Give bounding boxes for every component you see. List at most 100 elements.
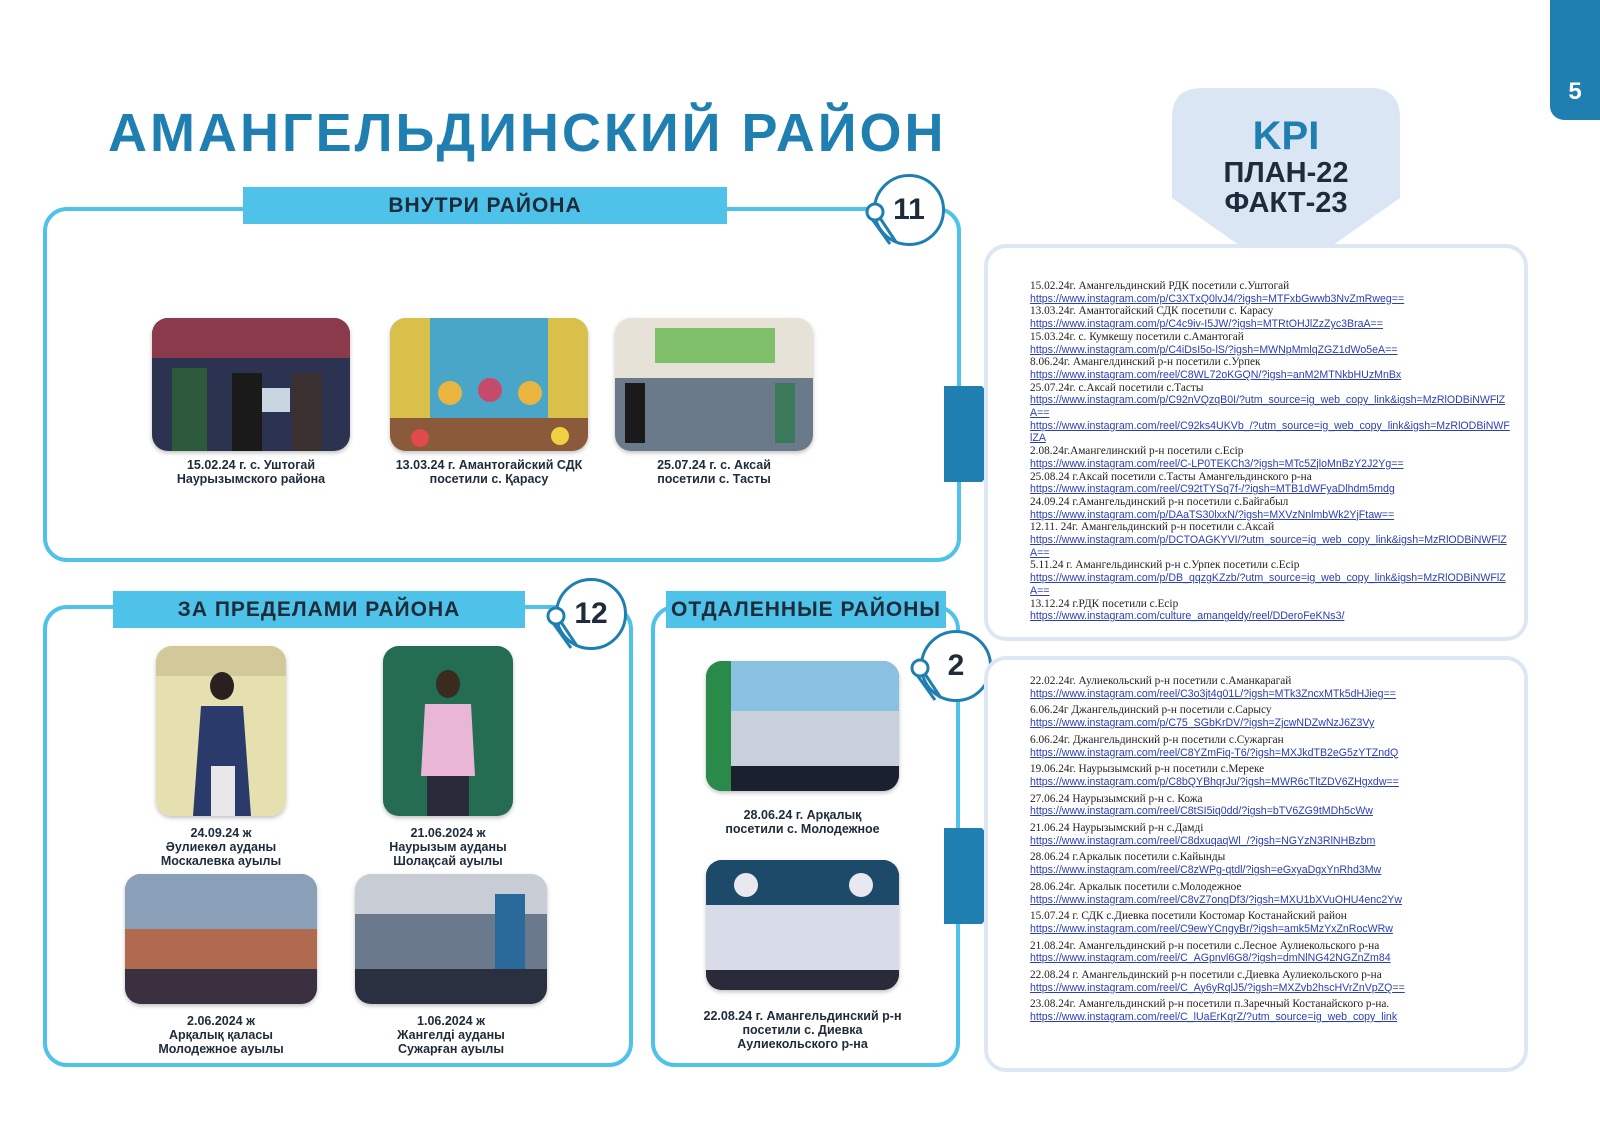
caption-line: Наурызымского района bbox=[176, 472, 326, 486]
link-entry-caption: 15.07.24 г. СДК с.Диевка посетили Костом… bbox=[1030, 910, 1347, 923]
link-entry-caption: 19.06.24г. Наурызымский р-н посетили с.М… bbox=[1030, 763, 1265, 776]
outside-photo-2 bbox=[383, 646, 513, 816]
link-entry: 15.03.24г. с. Кумкешу посетили с.Амантог… bbox=[1030, 331, 1512, 356]
inside-caption-3: 25.07.24 г. с. Аксай посетили с. Тасты bbox=[604, 458, 824, 486]
instagram-link[interactable]: https://www.instagram.com/p/C92nVQzqB0I/… bbox=[1030, 394, 1506, 420]
instagram-link[interactable]: https://www.instagram.com/reel/C9ewYCngy… bbox=[1030, 922, 1393, 935]
link-entry: 24.09.24 г.Амангельдинский р-н посетили … bbox=[1030, 496, 1512, 521]
link-entry-caption: 13.03.24г. Амантогайский СДК посетили с.… bbox=[1030, 305, 1274, 318]
link-entry-caption: 23.08.24г. Амангельдинский р-н посетили … bbox=[1030, 998, 1390, 1011]
inside-district-banner: ВНУТРИ РАЙОНА bbox=[243, 187, 727, 224]
outside-caption-4: 1.06.2024 ж Жангелді ауданы Сужарған ауы… bbox=[356, 1014, 546, 1056]
instagram-link[interactable]: https://www.instagram.com/p/DAaTS30lxxN/… bbox=[1030, 508, 1395, 521]
outside-caption-3: 2.06.2024 ж Арқалық қаласы Молодежное ау… bbox=[126, 1014, 316, 1056]
inside-caption-1: 15.02.24 г. с. Уштогай Наурызымского рай… bbox=[141, 458, 361, 486]
kpi-fact: ФАКТ-23 bbox=[1224, 187, 1348, 219]
caption-line: Наурызым ауданы bbox=[389, 840, 507, 854]
link-entry: 13.03.24г. Амантогайский СДК посетили с.… bbox=[1030, 305, 1512, 330]
link-entry: 8.06.24г. Амангелдинский р-н посетили с.… bbox=[1030, 356, 1512, 381]
microphone-icon bbox=[907, 654, 947, 704]
link-entry: 19.06.24г. Наурызымский р-н посетили с.М… bbox=[1030, 763, 1512, 788]
link-entry-caption: 8.06.24г. Амангелдинский р-н посетили с.… bbox=[1030, 356, 1261, 369]
caption-line: 24.09.24 ж bbox=[190, 826, 252, 840]
instagram-link[interactable]: https://www.instagram.com/reel/C8WL72oKG… bbox=[1030, 368, 1402, 381]
kpi-title: KPI bbox=[1252, 114, 1320, 158]
link-entry-caption: 28.06.24г. Аркалык посетили с.Молодежное bbox=[1030, 880, 1242, 893]
page-number-tab: 5 bbox=[1550, 0, 1600, 120]
link-entry: 15.07.24 г. СДК с.Диевка посетили Костом… bbox=[1030, 910, 1512, 935]
instagram-link[interactable]: https://www.instagram.com/reel/C8dxuqaqW… bbox=[1030, 834, 1376, 847]
links-box-top bbox=[984, 244, 1528, 641]
instagram-link[interactable]: https://www.instagram.com/p/DCTOAGKYVI/?… bbox=[1030, 534, 1507, 559]
instagram-link[interactable]: https://www.instagram.com/reel/C92ks4UKV… bbox=[1030, 419, 1510, 445]
caption-line: Шолақсай ауылы bbox=[393, 854, 503, 868]
instagram-link[interactable]: https://www.instagram.com/reel/C8zWPg-qt… bbox=[1030, 864, 1382, 877]
instagram-link[interactable]: https://www.instagram.com/reel/C_AGpnvl6… bbox=[1030, 952, 1391, 965]
link-entry-caption: 6.06.24г. Джангельдинский р-н посетили с… bbox=[1030, 733, 1284, 746]
remote-districts-banner: ОТДАЛЕННЫЕ РАЙОНЫ bbox=[666, 591, 946, 628]
instagram-link[interactable]: https://www.instagram.com/reel/C8vZ7onqD… bbox=[1030, 893, 1403, 906]
link-entry-caption: 2.08.24г.Амангелинский р-н посетили с.Ес… bbox=[1030, 445, 1244, 458]
link-entry-caption: 13.12.24 г.РДК посетили с.Есiр bbox=[1030, 597, 1179, 610]
inside-count-value: 11 bbox=[893, 193, 925, 226]
instagram-link[interactable]: https://www.instagram.com/p/C4iDsI5o-lS/… bbox=[1030, 343, 1398, 356]
link-entry-caption: 25.07.24г. с.Аксай посетили с.Тасты bbox=[1030, 381, 1204, 394]
link-entry-caption: 22.08.24 г. Амангельдинский р-н посетили… bbox=[1030, 969, 1382, 982]
link-entry: 15.02.24г. Амангельдинский РДК посетили … bbox=[1030, 280, 1512, 305]
link-entry-caption: 21.06.24 Наурызымский р-н с.Дамдi bbox=[1030, 822, 1204, 835]
caption-line: 13.03.24 г. Амантогайский СДК bbox=[395, 458, 583, 472]
instagram-link[interactable]: https://www.instagram.com/reel/C-LP0TEKC… bbox=[1030, 457, 1404, 470]
instagram-link[interactable]: https://www.instagram.com/p/DB_qqzgKZzb/… bbox=[1030, 572, 1506, 597]
link-entry: 22.08.24 г. Амангельдинский р-н посетили… bbox=[1030, 969, 1512, 994]
instagram-link[interactable]: https://www.instagram.com/reel/C_Ay6yRql… bbox=[1030, 981, 1405, 994]
instagram-link[interactable]: https://www.instagram.com/reel/C92tTYSq7… bbox=[1030, 483, 1395, 496]
outside-caption-2: 21.06.2024 ж Наурызым ауданы Шолақсай ау… bbox=[353, 826, 543, 868]
caption-line: Москалевка ауылы bbox=[160, 854, 282, 868]
instagram-link[interactable]: https://www.instagram.com/p/C75_SGbKrDV/… bbox=[1030, 717, 1375, 730]
link-entry-caption: 22.02.24г. Аулиекольский р-н посетили с.… bbox=[1030, 675, 1292, 687]
outside-photo-1 bbox=[156, 646, 286, 816]
link-entry-caption: 12.11. 24г. Амангельдинский р-н посетили… bbox=[1030, 521, 1275, 534]
inside-district-count: 11 bbox=[873, 174, 945, 246]
instagram-link[interactable]: https://www.instagram.com/reel/C8YZmFiq-… bbox=[1030, 746, 1399, 759]
instagram-link[interactable]: https://www.instagram.com/p/C4c9iv-I5JW/… bbox=[1030, 318, 1383, 331]
kpi-badge-shape bbox=[1172, 88, 1400, 278]
remote-caption-1: 28.06.24 г. Арқалық посетили с. Молодежн… bbox=[700, 808, 905, 836]
caption-line: 25.07.24 г. с. Аксай bbox=[657, 458, 771, 472]
outside-photo-3 bbox=[125, 874, 317, 1004]
instagram-link[interactable]: https://www.instagram.com/p/C3XTxQ0lvJ4/… bbox=[1030, 292, 1405, 305]
instagram-link[interactable]: https://www.instagram.com/reel/C3o3jt4g0… bbox=[1030, 687, 1396, 700]
outside-caption-1: 24.09.24 ж Әулиекөл ауданы Москалевка ау… bbox=[126, 826, 316, 868]
link-entry-caption: 25.08.24 г.Аксай посетили с.Тасты Аманге… bbox=[1030, 470, 1312, 483]
caption-line: 28.06.24 г. Арқалық bbox=[743, 808, 862, 822]
inside-caption-2: 13.03.24 г. Амантогайский СДК посетили с… bbox=[374, 458, 604, 486]
caption-line: посетили с. Диевка bbox=[742, 1023, 863, 1037]
instagram-link[interactable]: https://www.instagram.com/reel/C_lUaErKq… bbox=[1030, 1011, 1398, 1024]
links-box-bottom bbox=[984, 656, 1528, 1072]
inside-photo-3 bbox=[615, 318, 813, 451]
link-entry-caption: 27.06.24 Наурызымский р-н с. Кожа bbox=[1030, 792, 1203, 805]
caption-line: посетили с. Молодежное bbox=[725, 822, 880, 836]
caption-line: Сужарған ауылы bbox=[397, 1042, 505, 1056]
page-number: 5 bbox=[1568, 78, 1582, 105]
kpi-plan: ПЛАН-22 bbox=[1223, 157, 1349, 189]
outside-district-count: 12 bbox=[555, 578, 627, 650]
outside-district-banner: ЗА ПРЕДЕЛАМИ РАЙОНА bbox=[113, 591, 525, 628]
caption-line: 15.02.24 г. с. Уштогай bbox=[186, 458, 316, 472]
instagram-link[interactable]: https://www.instagram.com/culture_amange… bbox=[1030, 610, 1345, 623]
link-entry: 22.02.24г. Аулиекольский р-н посетили с.… bbox=[1030, 675, 1512, 700]
caption-line: Молодежное ауылы bbox=[158, 1042, 284, 1056]
outside-count-value: 12 bbox=[574, 597, 608, 630]
instagram-link[interactable]: https://www.instagram.com/p/C8bQYBhqrJu/… bbox=[1030, 775, 1399, 788]
remote-count-value: 2 bbox=[947, 649, 965, 682]
instagram-link[interactable]: https://www.instagram.com/reel/C8tSI5iq0… bbox=[1030, 805, 1373, 818]
link-entry: 25.08.24 г.Аксай посетили с.Тасты Аманге… bbox=[1030, 471, 1512, 496]
caption-line: 2.06.2024 ж bbox=[187, 1014, 255, 1028]
link-entry-caption: 24.09.24 г.Амангельдинский р-н посетили … bbox=[1030, 495, 1289, 508]
link-entry-caption: 6.06.24г Джангельдинский р-н посетили с.… bbox=[1030, 704, 1272, 717]
